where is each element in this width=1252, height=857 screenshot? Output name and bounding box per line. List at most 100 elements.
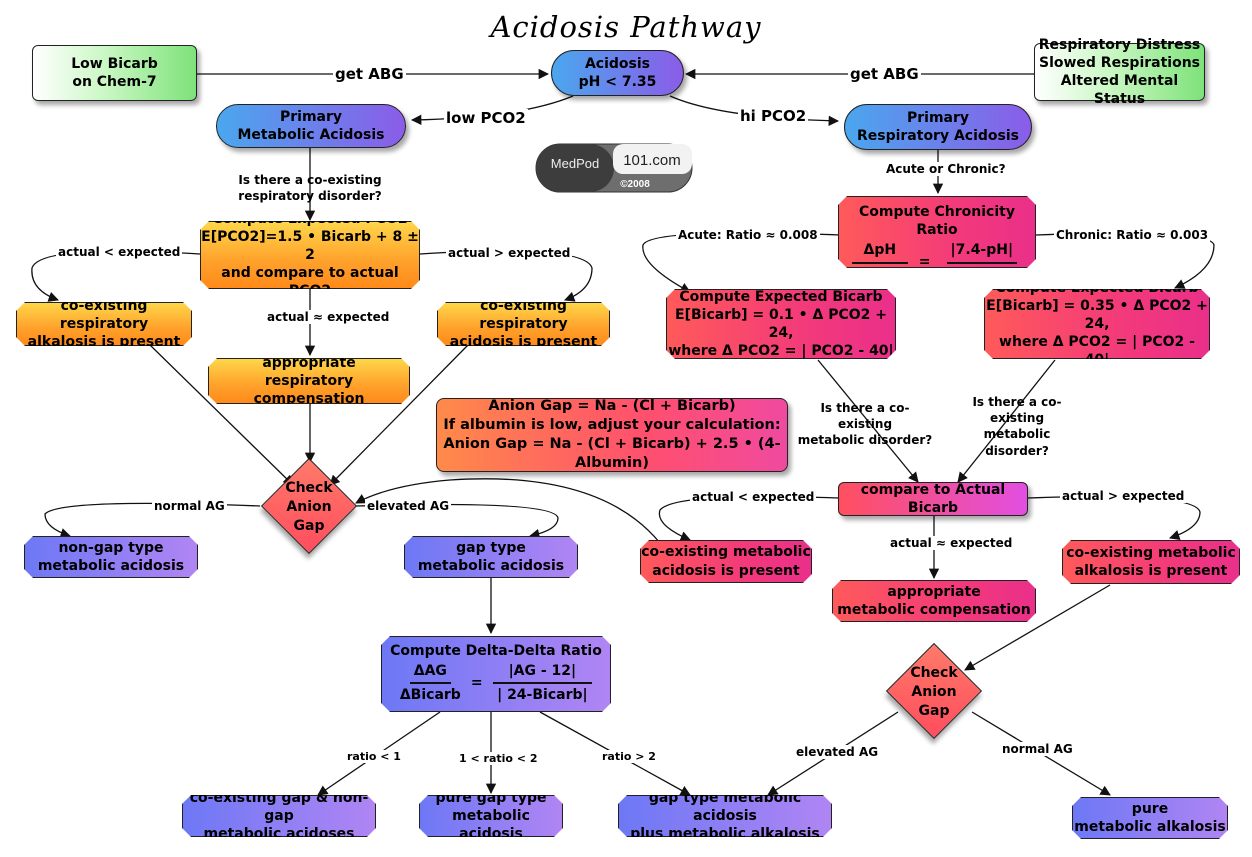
pure-met-alkalosis-box: pure metabolic alkalosis — [1072, 797, 1228, 839]
chr-eq: = — [918, 254, 931, 271]
bicarb-acute-l2: E[Bicarb] = 0.1 • Δ PCO2 + 24, — [675, 306, 887, 341]
dd-d2: | 24-Bicarb| — [497, 687, 588, 704]
label-actual-eq-expected-2: actual ≈ expected — [888, 536, 1015, 550]
label-chronic-ratio: Chronic: Ratio ≈ 0.003 — [1054, 228, 1211, 242]
gap-type-l2: metabolic acidosis — [417, 558, 565, 574]
dd-d1: ΔBicarb — [399, 687, 461, 704]
gap-type-l1: gap type — [456, 539, 526, 556]
pri-met-l1: Primary — [279, 108, 343, 125]
met-comp-l2: metabolic compensation — [837, 602, 1031, 618]
gap-type-acidosis-box: gap type metabolic acidosis — [404, 536, 578, 578]
question-coexisting-metabolic-2: Is there a co-existing metabolic disorde… — [952, 394, 1082, 459]
cag-right-l1: Check — [910, 665, 958, 681]
coexisting-resp-alkalosis-box: co-existing respiratory alkalosis is pre… — [16, 302, 192, 346]
dd-n1: ΔAG — [410, 662, 451, 684]
label-elevated-ag-right: elevated AG — [794, 745, 881, 759]
pure-alk-l2: metabolic alkalosis — [1074, 819, 1226, 835]
label-actual-gt-expected-2: actual > expected — [1060, 489, 1187, 503]
delta-delta-box: Compute Delta-Delta Ratio ΔAG ΔBicarb = … — [381, 636, 611, 712]
label-ratio-1-2: 1 < ratio < 2 — [457, 752, 540, 765]
label-actual-lt-expected-2: actual < expected — [690, 490, 817, 504]
check-anion-gap-right-label: Check Anion Gap — [884, 664, 984, 721]
dd-eq: = — [470, 675, 483, 692]
resp-distress-l3: Altered Mental Status — [1060, 73, 1179, 108]
coexisting-met-acidosis-box: co-existing metabolic acidosis is presen… — [640, 540, 812, 583]
label-actual-eq-expected-1: actual ≈ expected — [265, 310, 392, 324]
label-elevated-ag-left: elevated AG — [365, 499, 452, 513]
q-met1-l1: Is there a co-existing — [820, 401, 910, 432]
met-acid-l2: acidosis is present — [652, 562, 800, 579]
acidosis-l2: pH < 7.35 — [578, 74, 657, 90]
expected-bicarb-acute-box: Compute Expected Bicarb E[Bicarb] = 0.1 … — [666, 289, 896, 359]
label-get-abg-left: get ABG — [333, 65, 406, 83]
label-acute-ratio: Acute: Ratio ≈ 0.008 — [676, 228, 820, 242]
chr-n1: ΔpH — [852, 241, 909, 263]
question-coexisting-respiratory: Is there a co-existing respiratory disor… — [230, 172, 390, 204]
chronicity-title: Compute Chronicity Ratio — [859, 204, 1015, 239]
compare-actual-bicarb-box: compare to Actual Bicarb — [838, 482, 1028, 516]
acidosis-l1: Acidosis — [584, 55, 651, 72]
resp-alk-l1: co-existing respiratory — [59, 297, 149, 332]
pri-resp-l2: Respiratory Acidosis — [856, 128, 1020, 144]
non-gap-l1: non-gap type — [58, 539, 164, 556]
resp-distress-l1: Respiratory Distress — [1038, 36, 1201, 53]
bicarb-acute-l3: where Δ PCO2 = | PCO2 - 40| — [668, 343, 894, 360]
non-gap-acidosis-box: non-gap type metabolic acidosis — [24, 536, 198, 578]
bicarb-acute-l1: Compute Expected Bicarb — [679, 288, 883, 305]
met-comp-l1: appropriate — [887, 583, 981, 600]
resp-distress-box: Respiratory Distress Slowed Respirations… — [1034, 37, 1205, 107]
non-gap-l2: metabolic acidosis — [37, 558, 185, 574]
low-bicarb-l1: Low Bicarb — [71, 55, 158, 72]
pure-gap-acidosis-box: pure gap type metabolic acidosis — [419, 795, 563, 837]
resp-acid-l1: co-existing respiratory — [479, 297, 568, 332]
compute-expected-pco2-box: Compute Expected PCO2 E[PCO2]=1.5 • Bica… — [200, 221, 420, 289]
q-resp-l1: Is there a co-existing — [238, 173, 382, 187]
pure-alk-l1: pure — [1131, 800, 1169, 817]
acidosis-node: Acidosis pH < 7.35 — [551, 50, 684, 96]
q-met2-l2: metabolic disorder? — [983, 427, 1051, 458]
pri-met-l2: Metabolic Acidosis — [237, 127, 385, 143]
q-met2-l1: Is there a co-existing — [972, 395, 1062, 426]
q-resp-l2: respiratory disorder? — [238, 189, 382, 204]
label-ratio-gt-2: ratio > 2 — [600, 750, 658, 763]
anion-l2: If albumin is low, adjust your calculati… — [443, 417, 781, 434]
appropriate-met-compensation-box: appropriate metabolic compensation — [832, 580, 1036, 622]
question-coexisting-metabolic-1: Is there a co-existing metabolic disorde… — [795, 400, 935, 449]
cag-right-l2: Anion — [911, 683, 957, 700]
check-anion-gap-left-label: Check Anion Gap — [259, 479, 359, 536]
cag-left-l2: Anion — [286, 498, 332, 515]
appropriate-resp-compensation-box: appropriate respiratory compensation — [208, 358, 410, 404]
gap-plus-alkalosis-box: gap type metabolic acidosis plus metabol… — [618, 795, 832, 837]
label-actual-gt-expected-1: actual > expected — [446, 246, 573, 260]
dd-n2: |AG - 12| — [493, 662, 593, 684]
resp-comp-l2: respiratory compensation — [253, 372, 365, 408]
low-bicarb-l2: on Chem-7 — [72, 74, 157, 90]
resp-comp-l1: appropriate — [262, 354, 356, 371]
cag-left-l1: Check — [285, 480, 333, 496]
coexisting-met-alkalosis-box: co-existing metabolic alkalosis is prese… — [1062, 540, 1240, 584]
expected-bicarb-chronic-box: Compute Expected Bicarb E[Bicarb] = 0.35… — [984, 289, 1210, 359]
logo-year: ©2008 — [620, 179, 650, 190]
primary-metabolic-node: Primary Metabolic Acidosis — [216, 104, 406, 148]
met-alk-l2: alkalosis is present — [1074, 563, 1228, 579]
anion-gap-formula-box: Anion Gap = Na - (Cl + Bicarb) If albumi… — [436, 398, 788, 472]
anion-l1: Anion Gap = Na - (Cl + Bicarb) — [488, 398, 736, 415]
label-hi-pco2: hi PCO2 — [738, 107, 809, 125]
anion-l3: Anion Gap = Na - (Cl + Bicarb) + 2.5 • (… — [443, 436, 781, 471]
label-normal-ag-left: normal AG — [152, 499, 227, 513]
label-actual-lt-expected-1: actual < expected — [56, 245, 183, 259]
label-acute-or-chronic: Acute or Chronic? — [884, 162, 1008, 176]
primary-respiratory-node: Primary Respiratory Acidosis — [844, 104, 1032, 150]
chronicity-ratio-box: Compute Chronicity Ratio ΔpH Δ PCO2 = |7… — [838, 196, 1036, 268]
page-title: Acidosis Pathway — [490, 10, 762, 44]
coexisting-resp-acidosis-box: co-existing respiratory acidosis is pres… — [437, 302, 610, 346]
pri-resp-l1: Primary — [906, 109, 970, 126]
dd-right-fraction: |AG - 12| | 24-Bicarb| — [493, 662, 593, 704]
dd-left-fraction: ΔAG ΔBicarb — [400, 662, 461, 704]
q-met1-l2: metabolic disorder? — [797, 433, 933, 448]
delta-delta-formula: ΔAG ΔBicarb = |AG - 12| | 24-Bicarb| — [400, 662, 592, 704]
delta-delta-title: Compute Delta-Delta Ratio — [390, 643, 602, 659]
low-bicarb-box: Low Bicarb on Chem-7 — [32, 45, 197, 101]
logo-left-text: MedPod — [551, 156, 599, 171]
resp-distress-l2: Slowed Respirations — [1038, 54, 1200, 71]
